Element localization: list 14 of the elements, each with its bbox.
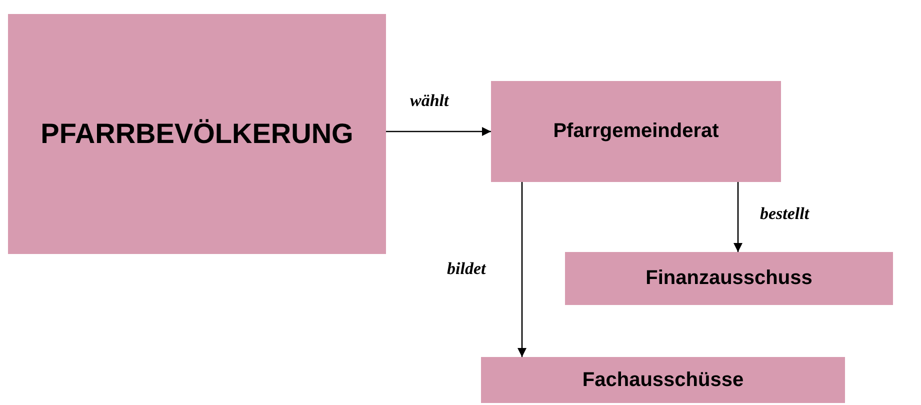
arrow bbox=[518, 182, 526, 357]
edge-label: bildet bbox=[447, 260, 486, 277]
org-box bbox=[491, 81, 781, 182]
edge-label: bestellt bbox=[760, 205, 810, 222]
box-title: Pfarrgemeinderat bbox=[553, 120, 719, 143]
arrow bbox=[386, 127, 491, 136]
box-title: PFARRBEVÖLKERUNG bbox=[40, 118, 354, 150]
edge-label: wählt bbox=[410, 92, 449, 109]
org-box bbox=[8, 14, 386, 254]
org-box bbox=[481, 357, 845, 403]
arrow bbox=[734, 182, 742, 252]
box-title: Finanzausschuss bbox=[646, 267, 812, 290]
org-box bbox=[565, 252, 893, 305]
box-title: Fachausschüsse bbox=[582, 368, 744, 392]
